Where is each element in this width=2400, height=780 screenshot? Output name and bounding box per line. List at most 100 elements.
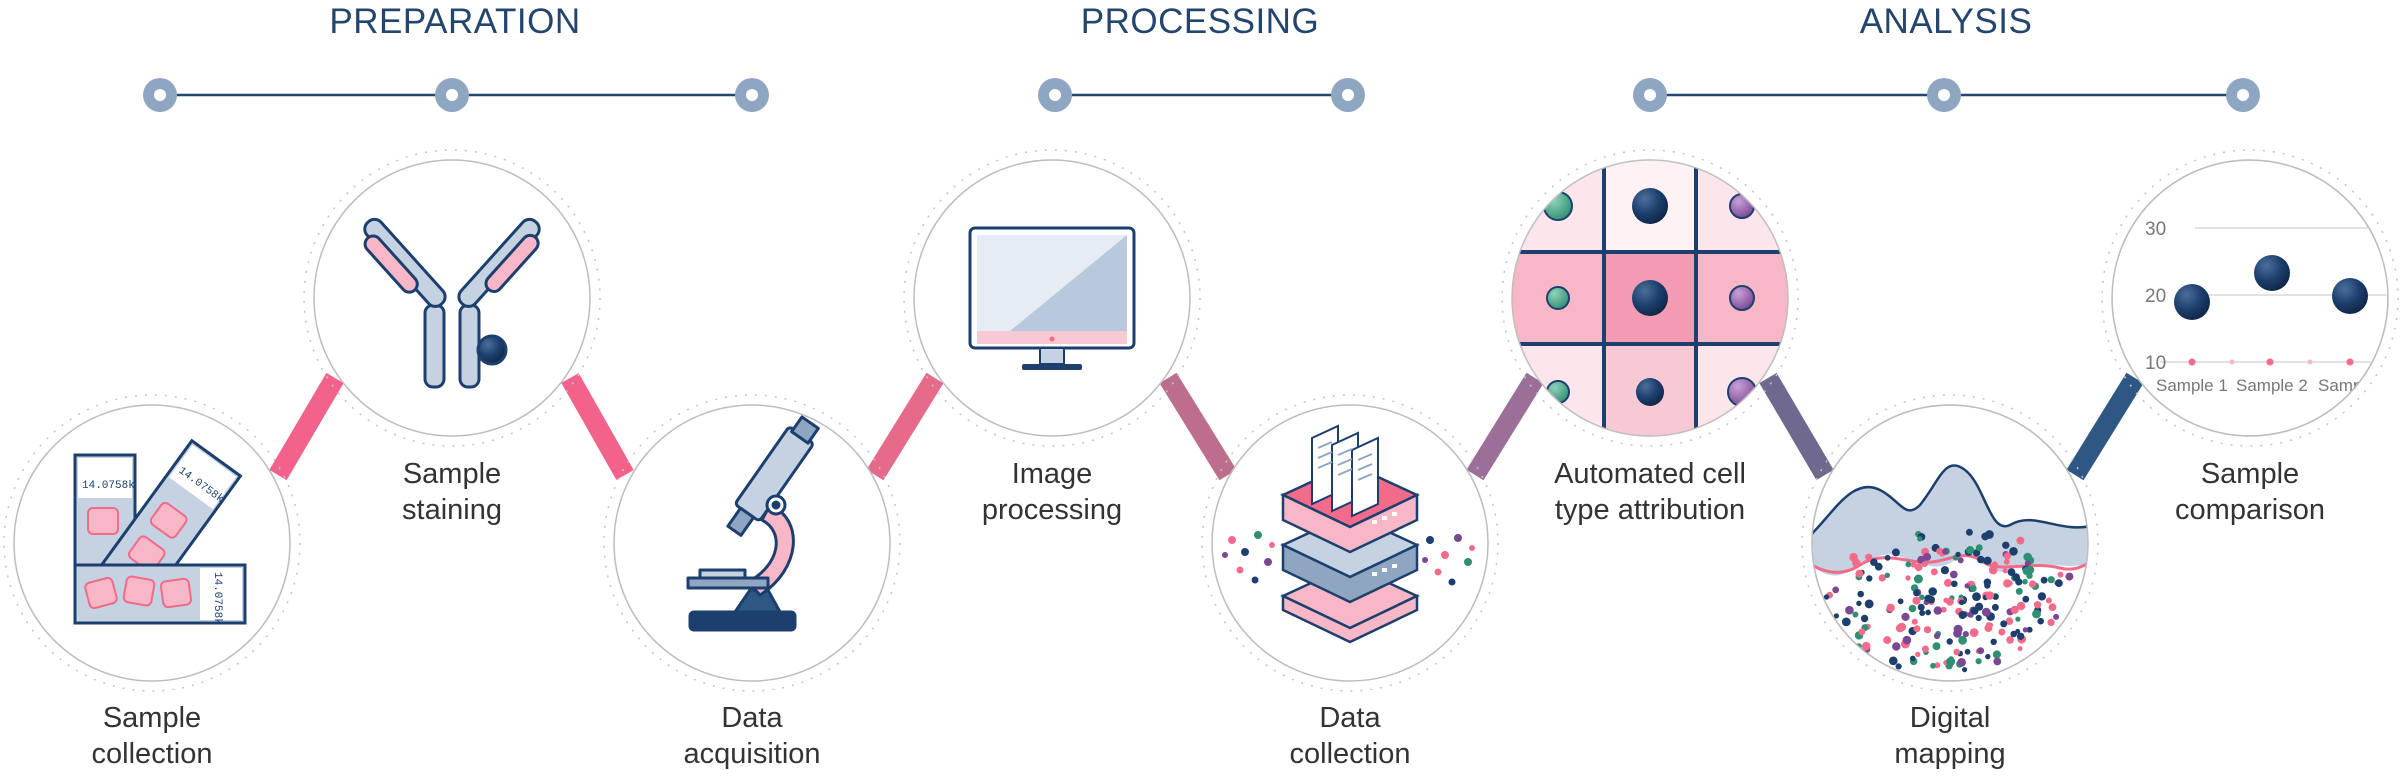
map-dot bbox=[1911, 618, 1918, 625]
map-dot bbox=[1962, 667, 1968, 673]
label-line-2: type attribution bbox=[1554, 494, 1746, 526]
map-dot bbox=[1988, 565, 1998, 575]
step-label-data-acquisition: Data acquisition bbox=[592, 700, 912, 772]
map-dot bbox=[1985, 530, 1994, 539]
map-dot bbox=[1856, 600, 1862, 606]
map-dot bbox=[2015, 587, 2023, 595]
map-dot bbox=[1977, 555, 1985, 564]
map-dot bbox=[1923, 552, 1932, 561]
map-dot bbox=[1832, 586, 1840, 594]
map-dot bbox=[1975, 544, 1983, 552]
step-label-data-collection: Data collection bbox=[1190, 700, 1510, 772]
map-dot bbox=[1823, 594, 1830, 600]
connectors bbox=[269, 372, 2144, 481]
cell-grid-icon bbox=[1512, 160, 1788, 436]
map-dot bbox=[1884, 554, 1891, 561]
map-dot bbox=[2015, 578, 2023, 586]
map-dot bbox=[2017, 646, 2023, 652]
map-dot bbox=[1975, 658, 1982, 665]
map-dot bbox=[1915, 651, 1921, 658]
map-dot bbox=[2002, 541, 2010, 549]
tick-20: 20 bbox=[2145, 286, 2166, 307]
label-line-1: Digital bbox=[1909, 702, 1991, 734]
map-dot bbox=[1864, 599, 1874, 609]
map-dot bbox=[2003, 579, 2012, 588]
map-dot bbox=[2028, 580, 2037, 588]
tick-30: 30 bbox=[2145, 219, 2166, 240]
step-label-cell-type-attribution: Automated cell type attribution bbox=[1490, 456, 1810, 528]
step-label-sample-staining: Sample staining bbox=[292, 456, 612, 528]
map-dot bbox=[2021, 659, 2031, 669]
map-dot bbox=[1895, 624, 1905, 633]
map-dot bbox=[1957, 658, 1966, 667]
map-dot bbox=[2010, 630, 2017, 638]
map-dot bbox=[1830, 628, 1838, 635]
map-dot bbox=[1845, 605, 1854, 615]
map-dot bbox=[1944, 578, 1952, 587]
map-dot bbox=[1940, 606, 1947, 613]
map-dot bbox=[2022, 578, 2028, 585]
map-dot bbox=[1983, 556, 1992, 565]
map-dot bbox=[2002, 568, 2008, 574]
map-dot bbox=[2003, 558, 2010, 565]
map-dot bbox=[2022, 595, 2030, 603]
label-line-1: Automated cell bbox=[1554, 458, 1746, 490]
label-line-2: collection bbox=[1289, 738, 1411, 770]
connector-7 bbox=[2066, 372, 2144, 481]
step-label-sample-comparison: Sample comparison bbox=[2090, 456, 2400, 528]
map-dot bbox=[1969, 585, 1977, 592]
slide-id-1: 14.0758k bbox=[82, 480, 135, 492]
map-dot bbox=[1964, 583, 1970, 589]
map-dot bbox=[1841, 617, 1851, 627]
map-dot bbox=[1908, 604, 1917, 613]
map-dot bbox=[1930, 568, 1938, 576]
label-line-2: collection bbox=[91, 738, 213, 770]
x-label-sample-3: Sampl bbox=[2318, 376, 2366, 395]
map-dot bbox=[1959, 599, 1965, 606]
map-dot bbox=[2016, 536, 2025, 545]
map-dot bbox=[1942, 548, 1948, 555]
tick-10: 10 bbox=[2145, 353, 2166, 374]
map-dot bbox=[2047, 576, 2055, 584]
map-dot bbox=[1866, 575, 1873, 582]
map-dot bbox=[1953, 648, 1960, 656]
map-dot bbox=[1912, 596, 1921, 605]
map-dot bbox=[1987, 622, 1994, 628]
map-dot bbox=[1889, 656, 1898, 666]
timeline-preparation bbox=[143, 78, 769, 112]
map-dot bbox=[2022, 627, 2028, 633]
server-icon bbox=[1222, 424, 1475, 644]
density-map-icon bbox=[1812, 405, 2088, 681]
label-line-1: Image bbox=[1011, 458, 1093, 490]
label-line-2: comparison bbox=[2175, 494, 2325, 526]
map-dot bbox=[1984, 582, 1991, 589]
connector-1 bbox=[269, 372, 344, 481]
map-dot bbox=[1985, 653, 1991, 660]
label-line-1: Sample bbox=[402, 458, 502, 490]
map-dot bbox=[1919, 594, 1925, 601]
map-dot bbox=[2010, 605, 2019, 614]
map-dot bbox=[1858, 628, 1866, 636]
connector-3 bbox=[866, 372, 944, 481]
map-dot bbox=[1928, 587, 1937, 596]
map-dot bbox=[2006, 636, 2014, 644]
map-dot bbox=[1913, 625, 1921, 633]
map-dot bbox=[1917, 603, 1925, 611]
map-dot bbox=[1892, 642, 1901, 651]
map-dot bbox=[1891, 548, 1900, 557]
map-dot bbox=[1958, 635, 1967, 645]
map-dot bbox=[2005, 617, 2014, 625]
map-dot bbox=[1884, 572, 1891, 578]
map-dot bbox=[2022, 567, 2031, 575]
x-label-sample-1: Sample 1 bbox=[2156, 376, 2228, 395]
map-dot bbox=[1901, 612, 1910, 622]
map-dot bbox=[1972, 592, 1981, 601]
map-dot bbox=[1940, 566, 1949, 575]
map-dot bbox=[1932, 642, 1941, 651]
antibody-icon bbox=[363, 217, 541, 389]
label-line-2: staining bbox=[402, 494, 502, 526]
map-dot bbox=[1991, 561, 1998, 568]
timeline-analysis bbox=[1633, 78, 2260, 112]
